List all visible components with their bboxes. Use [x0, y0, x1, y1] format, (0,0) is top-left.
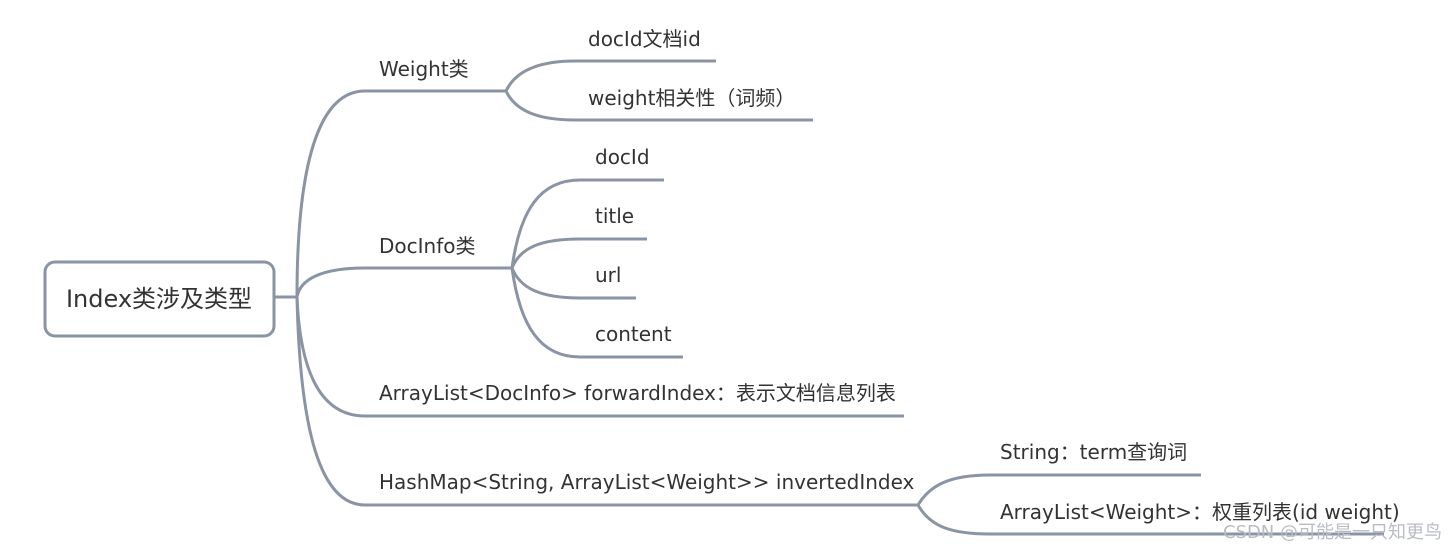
- watermark-text: CSDN @可能是一只知更鸟: [1222, 522, 1442, 543]
- node-inverted-index: HashMap<String, ArrayList<Weight>> inver…: [379, 470, 915, 494]
- branch-weight-curve: [295, 89, 367, 299]
- node-docinfo-title: title: [595, 204, 634, 228]
- root-node: Index类涉及类型: [43, 260, 276, 338]
- node-forward-index: ArrayList<DocInfo> forwardIndex：表示文档信息列表: [379, 381, 896, 405]
- branch-docinfo-docid-curve: [510, 178, 582, 270]
- branch-inverted-key-curve: [916, 473, 992, 507]
- branch-docinfo-title-curve: [510, 237, 582, 270]
- node-docinfo-content: content: [595, 322, 672, 346]
- node-docinfo-docid: docId: [595, 145, 650, 169]
- branch-docinfo-curve: [295, 266, 367, 299]
- branch-docinfo-url-curve: [510, 266, 582, 300]
- node-docinfo-url: url: [595, 263, 621, 287]
- branch-inverted-index: HashMap<String, ArrayList<Weight>> inver…: [295, 295, 1400, 536]
- node-inverted-value: ArrayList<Weight>：权重列表(id weight): [1000, 500, 1400, 524]
- branch-weight-docid-curve: [504, 59, 577, 93]
- node-weight-weight: weight相关性（词频）: [588, 86, 795, 110]
- branch-weight-class: Weight类 docId文档id weight相关性（词频）: [295, 27, 813, 299]
- branch-inverted-value-curve: [916, 503, 992, 536]
- node-weight-docid: docId文档id: [588, 27, 701, 51]
- branch-docinfo-class: DocInfo类 docId title url content: [295, 145, 683, 359]
- root-node-box: [43, 260, 276, 338]
- node-weight-class: Weight类: [379, 57, 469, 81]
- branch-forward-curve: [295, 295, 367, 418]
- branch-weight-weight-curve: [504, 89, 577, 122]
- branch-forward-index: ArrayList<DocInfo> forwardIndex：表示文档信息列表: [295, 295, 904, 418]
- branch-inverted-curve: [295, 295, 367, 507]
- node-docinfo-class: DocInfo类: [379, 234, 475, 258]
- root-node-label: Index类涉及类型: [66, 285, 252, 313]
- node-inverted-key: String：term查询词: [1000, 440, 1187, 464]
- branch-docinfo-content-curve: [510, 266, 582, 359]
